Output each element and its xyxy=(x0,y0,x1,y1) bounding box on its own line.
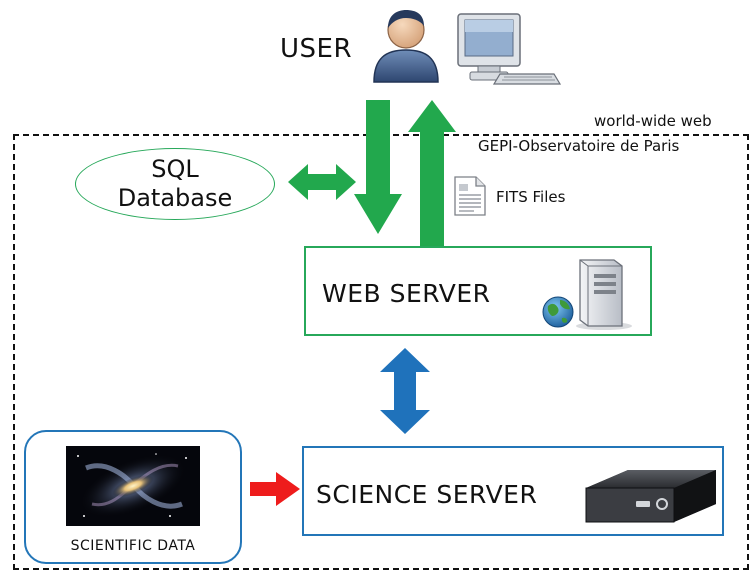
server-globe-icon xyxy=(542,259,632,330)
web-server-label: WEB SERVER xyxy=(322,279,491,308)
science-server-box: SCIENCE SERVER xyxy=(302,446,724,536)
science-server-label: SCIENCE SERVER xyxy=(316,480,538,509)
fits-files-label: FITS Files xyxy=(496,188,566,206)
web-server-box: WEB SERVER xyxy=(304,246,652,336)
world-wide-web-label: world-wide web xyxy=(594,112,712,130)
user-label: USER xyxy=(280,34,353,64)
downward-arrow-icon xyxy=(354,100,402,234)
double-horizontal-arrow-icon xyxy=(288,164,356,200)
document-icon xyxy=(454,176,486,216)
double-vertical-arrow-icon xyxy=(380,348,430,434)
gepi-observatoire-label: GEPI-Observatoire de Paris xyxy=(478,137,680,155)
scientific-data-label: SCIENTIFIC DATA xyxy=(70,538,196,554)
scientific-data-node: SCIENTIFIC DATA xyxy=(24,430,242,564)
galaxy-image xyxy=(66,446,200,526)
sql-database-line2: Database xyxy=(117,184,233,212)
desktop-computer-icon xyxy=(457,13,562,85)
sql-database-line1: SQL xyxy=(151,155,199,183)
sql-database-node: SQL Database xyxy=(75,148,275,220)
rack-server-icon xyxy=(585,470,716,523)
user-icon xyxy=(373,10,439,83)
right-arrow-icon xyxy=(250,472,300,506)
upward-arrow-icon xyxy=(408,100,456,262)
